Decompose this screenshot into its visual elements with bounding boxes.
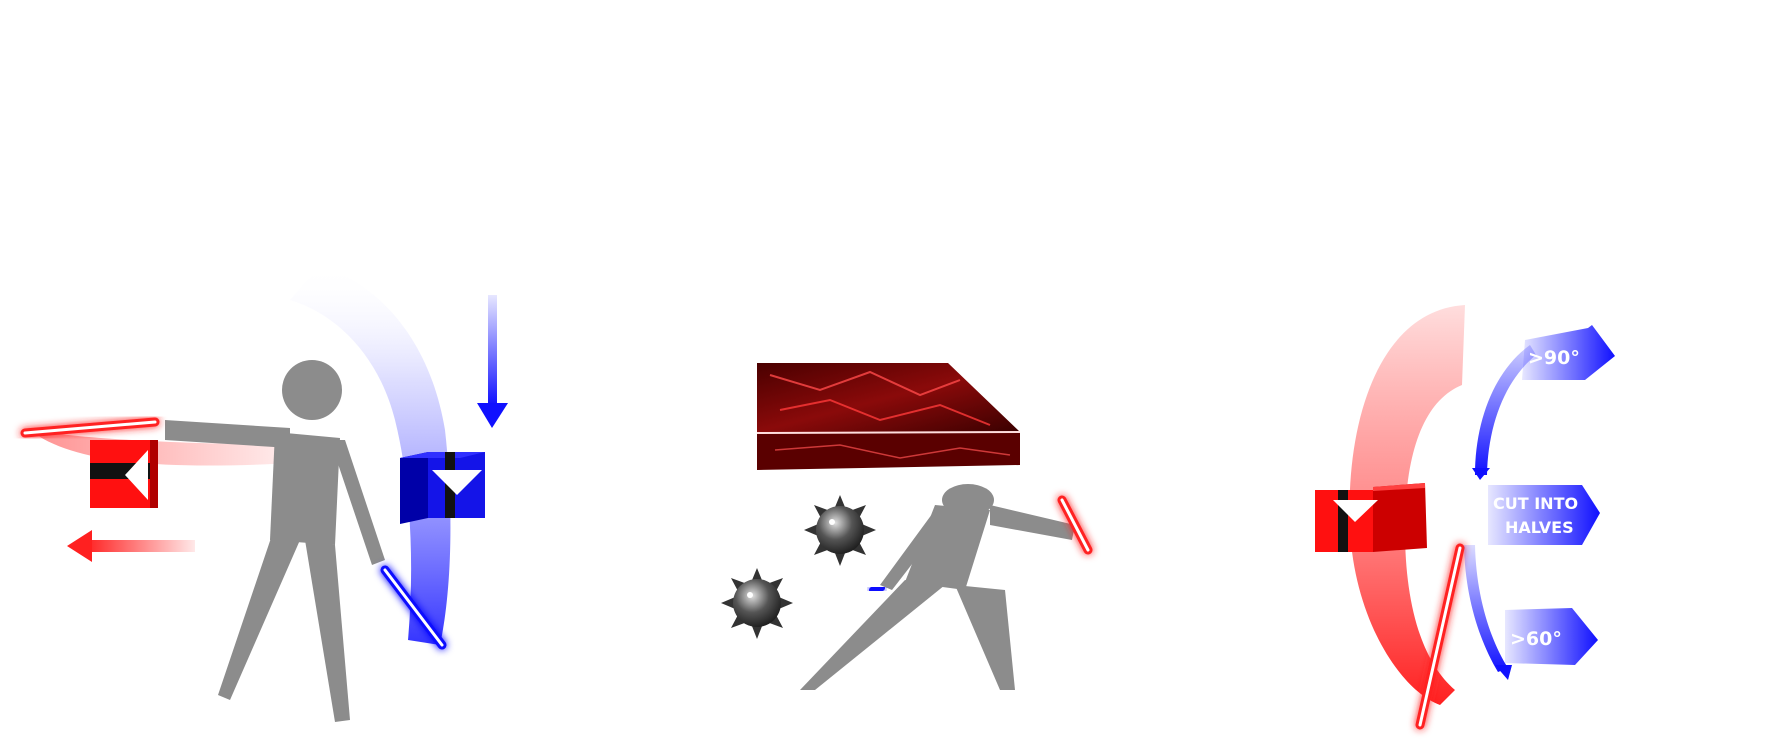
down-arrow-icon bbox=[432, 470, 482, 495]
arrow-left-icon bbox=[67, 530, 92, 562]
callout-cut-halves: CUT INTO HALVES bbox=[1488, 485, 1600, 545]
wall-obstacle bbox=[756, 363, 1021, 470]
red-note-cube-down-arrow bbox=[1315, 483, 1427, 552]
left-panel-directional-cut bbox=[20, 265, 508, 722]
blue-swing-arc bbox=[290, 265, 451, 645]
red-direction-arrow-left bbox=[67, 530, 195, 562]
arrow-down-icon bbox=[477, 403, 508, 428]
blue-direction-arrow-down bbox=[477, 295, 508, 428]
middle-panel-obstacles bbox=[721, 363, 1093, 690]
player-figure-left bbox=[165, 360, 385, 722]
callout-middle-label-line2: HALVES bbox=[1505, 518, 1574, 537]
callout-bottom-label: >60° bbox=[1510, 628, 1562, 650]
callout-middle-label-line1: CUT INTO bbox=[1493, 494, 1578, 513]
bomb-obstacle bbox=[804, 495, 876, 566]
left-arrow-icon bbox=[125, 450, 148, 500]
blue-note-cube-down-arrow bbox=[400, 452, 485, 524]
blue-curve-bottom bbox=[1464, 545, 1508, 672]
callout-top-label: >90° bbox=[1528, 347, 1580, 369]
red-cut-arc bbox=[1349, 305, 1465, 705]
bomb-obstacle bbox=[721, 568, 793, 639]
blue-saber-middle bbox=[869, 585, 885, 593]
red-note-cube-left-arrow bbox=[90, 440, 158, 508]
down-arrow-icon bbox=[1333, 500, 1378, 522]
callout-angle-90: >90° bbox=[1522, 325, 1615, 380]
callout-angle-60: >60° bbox=[1505, 608, 1598, 665]
right-panel-cut-rules: >90° CUT INTO HALVES >60° bbox=[1315, 305, 1615, 730]
player-figure-ducking bbox=[800, 484, 1075, 690]
